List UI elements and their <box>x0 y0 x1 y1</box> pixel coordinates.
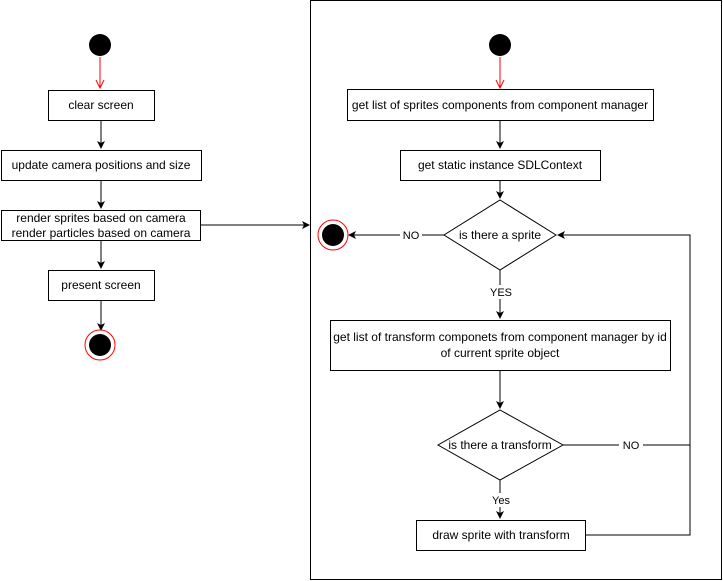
sprite-decision-label: is there a sprite <box>459 228 541 242</box>
draw-sprite-label: draw sprite with transform <box>432 528 569 542</box>
present-screen-label: present screen <box>61 278 140 292</box>
draw-to-loop-line <box>586 445 691 536</box>
render-box[interactable]: render sprites based on camera render pa… <box>1 210 201 241</box>
get-transforms-box[interactable]: get list of transform componets from com… <box>330 320 671 371</box>
update-camera-label: update camera positions and size <box>12 158 191 172</box>
right-end-node <box>317 219 349 251</box>
update-camera-box[interactable]: update camera positions and size <box>1 150 202 181</box>
draw-sprite-box[interactable]: draw sprite with transform <box>416 520 586 551</box>
get-sprites-box[interactable]: get list of sprites components from comp… <box>347 89 654 121</box>
get-context-box[interactable]: get static instance SDLContext <box>400 150 601 181</box>
clear-screen-box[interactable]: clear screen <box>48 90 155 121</box>
transform-no-label: NO <box>623 440 640 452</box>
left-end-node <box>84 329 116 361</box>
right-start-node <box>489 34 511 56</box>
render-label-line1: render sprites based on camera <box>16 211 186 225</box>
transform-decision-label: is there a transform <box>448 438 551 452</box>
get-context-label: get static instance SDLContext <box>418 158 583 172</box>
present-screen-box[interactable]: present screen <box>48 270 155 301</box>
sub-activity-frame <box>310 0 722 580</box>
clear-screen-label: clear screen <box>68 98 133 112</box>
get-transforms-label-line2: of current sprite object <box>441 346 560 360</box>
render-label-line2: render particles based on camera <box>12 226 191 240</box>
left-start-node <box>89 34 111 56</box>
get-transforms-label-line1: get list of transform componets from com… <box>333 330 667 344</box>
get-sprites-label: get list of sprites components from comp… <box>352 98 648 112</box>
sprite-no-label: NO <box>403 230 420 242</box>
sprite-yes-label: YES <box>490 287 512 299</box>
transform-decision[interactable]: is there a transform <box>436 409 565 481</box>
sprite-decision[interactable]: is there a sprite <box>443 199 557 271</box>
transform-yes-label: Yes <box>492 495 510 507</box>
